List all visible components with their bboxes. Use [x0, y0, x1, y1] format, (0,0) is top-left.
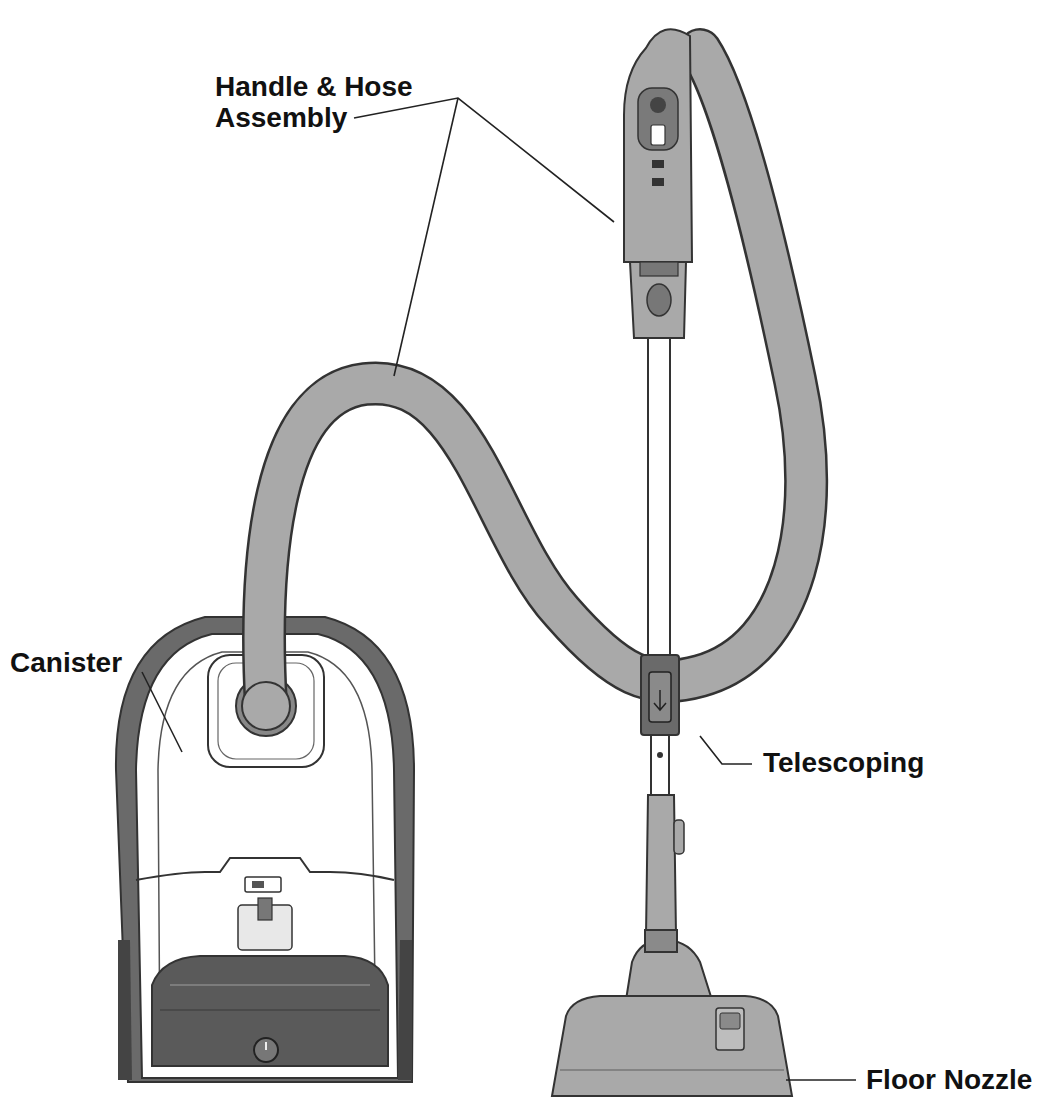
part-label: Floor Nozzle	[866, 1064, 1032, 1095]
leader-line	[142, 672, 182, 752]
canister-body	[116, 617, 414, 1082]
part-label: Telescoping	[763, 747, 924, 778]
hose	[242, 50, 806, 730]
leader-lines	[142, 98, 856, 1080]
part-label: Canister	[10, 647, 122, 678]
leader-line	[700, 736, 752, 764]
leader-line	[786, 1079, 856, 1081]
floor-nozzle	[552, 930, 792, 1096]
leader-line	[394, 98, 458, 376]
leader-line	[354, 98, 614, 222]
wand	[641, 338, 684, 935]
handle	[624, 29, 692, 338]
part-label: Handle & Hose Assembly	[215, 71, 477, 133]
